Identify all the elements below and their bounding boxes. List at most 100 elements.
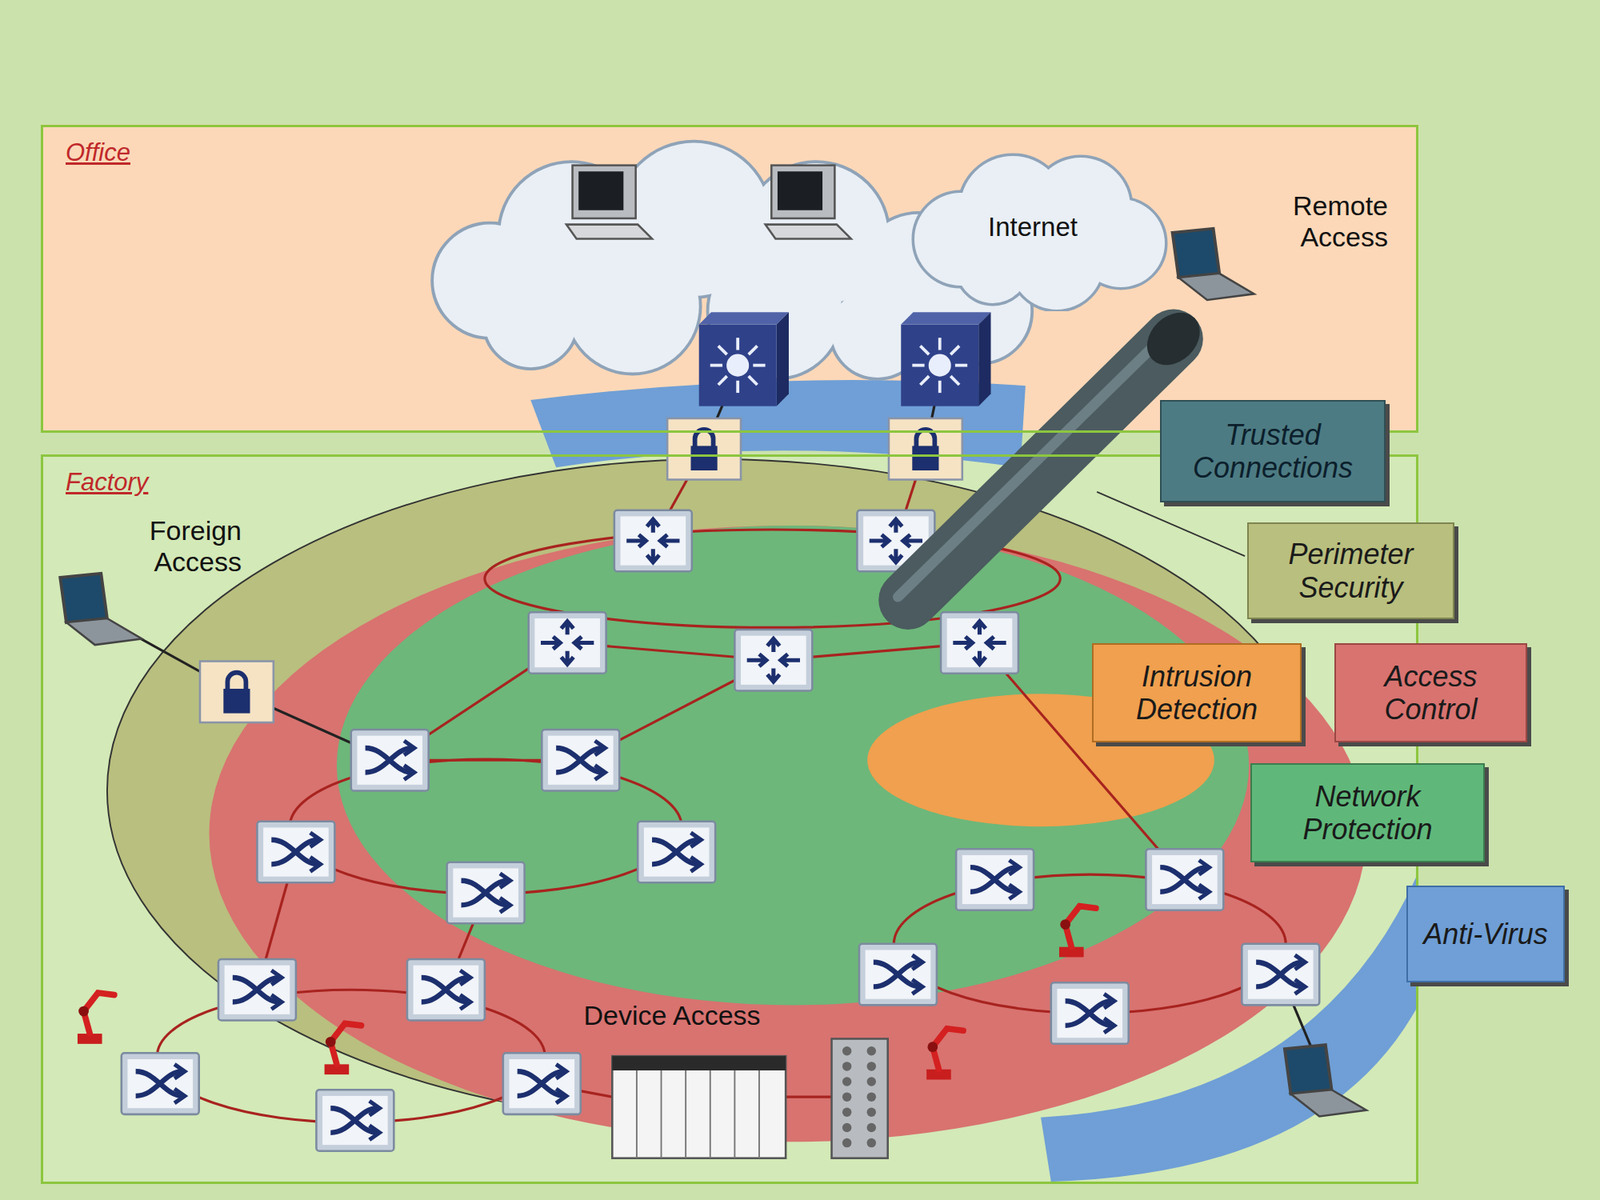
io-terminal [867,1092,876,1101]
io-terminal [842,1076,852,1086]
robot-joint [78,1006,89,1017]
switch-icon [859,944,937,1006]
icon-face [534,618,600,668]
monitor-screen [777,171,823,210]
switch-arrows [691,832,702,872]
icon-frame [1051,982,1129,1044]
callout-label: Intrusion Detection [1104,660,1289,727]
internet-cloud: Internet [892,143,1173,312]
lock-body [223,688,250,714]
layer3-switch-icon [699,312,789,406]
sun-core [928,354,952,377]
factory-ground [40,454,1419,1184]
router-symbol [747,638,800,682]
icon-face [356,736,423,785]
lock-body [691,445,718,471]
laptop-base [1291,1089,1367,1116]
foreign-access-label: Foreign Access [89,515,242,578]
callout-box: Perimeter Security [1247,522,1455,620]
laptop-screen [1172,228,1220,278]
laptop-base [66,618,142,645]
lock-shackle [227,672,246,691]
network-wire [785,1096,832,1099]
tunnel-highlight [897,336,1164,597]
router-symbol [540,621,594,665]
plc-slot [709,1070,712,1159]
icon-face [1056,988,1123,1038]
laptop-icon [60,573,142,645]
plc-slot [733,1070,736,1159]
switch-arrows [460,970,471,1009]
switch-icon [447,862,525,924]
router-symbol [952,621,1006,665]
router-icon [528,612,607,674]
layer3-switch-icon [900,312,991,406]
switch-icon [503,1052,581,1115]
lock-icon [667,418,741,480]
callout-label: Access Control [1347,660,1515,727]
robot-arm [324,1023,362,1075]
switch-arrows [310,832,321,872]
factory-region: Factory [40,454,1419,1184]
sun-ray [920,376,929,385]
switch-arrows [174,1064,185,1103]
cube-top [900,312,991,324]
icon-frame [637,821,716,884]
switch-icon [256,821,335,884]
icon-frame [351,729,429,792]
cloud-fill [956,231,1029,304]
switch-icon [541,729,620,792]
switch-symbol [330,1108,378,1133]
sun-ray [752,364,765,368]
switch-symbol [365,748,413,773]
laptop-screen [1284,1044,1332,1094]
switch-symbol [873,962,921,988]
sun-ray [718,345,728,355]
icon-face [508,1059,575,1108]
icon-frame [614,510,692,572]
switch-symbol [970,867,1018,892]
switch-symbol [556,748,604,773]
icon-frame [316,1089,394,1152]
icon-frame [503,1052,581,1115]
switch-symbol [271,840,319,865]
plc-top [612,1056,786,1071]
icon-frame [956,848,1034,911]
lock-icon [888,418,963,480]
keyboard [566,224,652,240]
switch-arrows [1199,860,1210,899]
icon-frame [1241,944,1320,1006]
cube-front [699,324,777,407]
icon-frame [940,612,1019,674]
icon-frame [256,821,335,884]
laptop-icon [1172,228,1255,300]
sun-ray [748,345,758,355]
switch-arrows [595,740,606,780]
io-terminal [867,1046,876,1056]
io-terminal [867,1076,876,1086]
icon-face [224,965,291,1015]
io-terminal [867,1108,876,1117]
switch-icon [1051,982,1129,1044]
switch-icon [637,821,716,884]
switch-symbol [232,977,280,1003]
router-icon [734,629,812,692]
callout-box: Network Protection [1250,763,1485,863]
icon-face [322,1096,388,1145]
switch-icon [1145,848,1224,911]
lock-body [912,445,939,471]
router-icon [614,510,692,572]
sun-ray [920,345,929,355]
io-terminal [867,1123,876,1132]
lock-frame [200,661,274,724]
switch-arrows [404,740,415,780]
sun-ray [950,345,960,355]
sun-ray [938,337,942,350]
laptop-base [1178,273,1254,300]
icon-frame [447,862,525,924]
plc-slot [660,1070,663,1159]
io-terminal [842,1123,852,1132]
icon-face [620,516,687,565]
io-terminal [867,1061,876,1071]
plc-slot [636,1070,638,1159]
